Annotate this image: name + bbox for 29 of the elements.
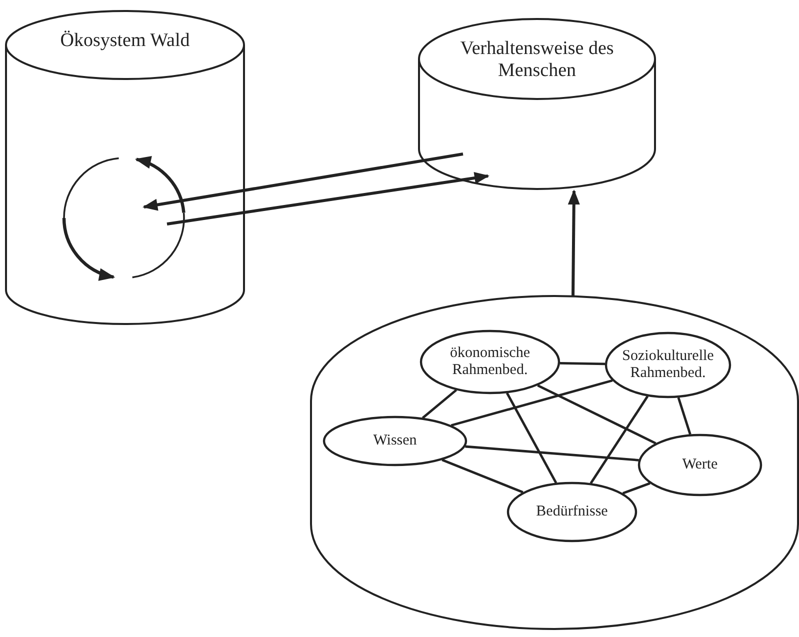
ellipse-node — [420, 330, 560, 394]
connector-line — [537, 384, 656, 444]
cycle-arrows-icon — [60, 155, 188, 281]
ellipse-node — [605, 332, 731, 398]
connector-line — [465, 445, 639, 462]
node-label: Soziokulturelle Rahmenbed. — [621, 348, 715, 382]
connector-line — [560, 362, 606, 366]
node-label: Wissen — [372, 432, 418, 450]
node-label: ökonomische Rahmenbed. — [449, 344, 531, 380]
ellipse-node — [507, 482, 637, 542]
connector-line — [622, 482, 650, 494]
arrow — [568, 190, 580, 298]
node-label: Werte — [681, 456, 719, 474]
arrow — [166, 172, 490, 226]
ellipse-node — [638, 434, 762, 496]
cylinder-shape — [418, 18, 656, 190]
node-label: Ökosystem Wald — [59, 30, 191, 52]
node-label: Verhaltensweise des Menschen — [459, 38, 615, 82]
ellipse-node — [323, 416, 467, 466]
connector-line — [590, 396, 649, 484]
connector-line — [422, 389, 458, 419]
connector-line — [450, 379, 613, 427]
connector-line — [442, 458, 524, 494]
cylinder-shape — [5, 10, 245, 325]
node-label: Bedürfnisse — [535, 503, 609, 521]
cylinder-shape — [310, 295, 799, 630]
arrow — [142, 152, 464, 211]
connector-line — [506, 392, 558, 484]
connector-line — [677, 397, 692, 435]
